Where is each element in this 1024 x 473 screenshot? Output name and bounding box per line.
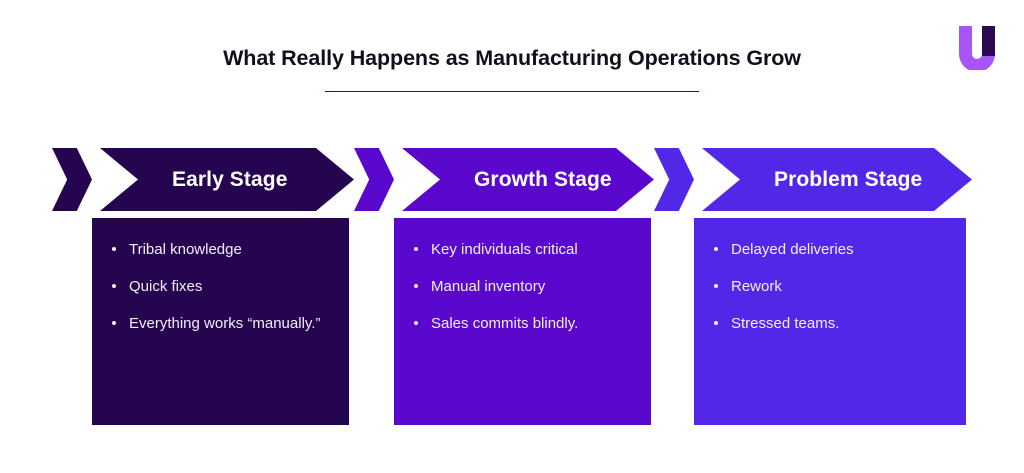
stage-label: Growth Stage [474, 167, 612, 191]
title-divider [325, 90, 699, 93]
stage-bullet-list: Key individuals critical Manual inventor… [412, 240, 633, 333]
list-item: Delayed deliveries [712, 240, 941, 259]
stage-flow: Early Stage Tribal knowledge Quick fixes… [52, 148, 972, 428]
stage-banner-early[interactable]: Early Stage [100, 148, 354, 211]
stage-card-growth: Key individuals critical Manual inventor… [394, 218, 651, 425]
list-item: Rework [712, 277, 941, 296]
stage-card-problem: Delayed deliveries Rework Stressed teams… [694, 218, 966, 425]
header: What Really Happens as Manufacturing Ope… [0, 46, 1024, 93]
list-item: Quick fixes [110, 277, 331, 296]
list-item: Tribal knowledge [110, 240, 331, 259]
chevron-icon [354, 148, 394, 211]
stage-problem: Problem Stage Delayed deliveries Rework … [654, 148, 972, 428]
stage-bullet-list: Tribal knowledge Quick fixes Everything … [110, 240, 331, 333]
chevron-icon [654, 148, 694, 211]
list-item: Key individuals critical [412, 240, 633, 259]
list-item: Stressed teams. [712, 314, 941, 333]
u-logo-bar [982, 26, 995, 56]
page-title: What Really Happens as Manufacturing Ope… [223, 46, 801, 70]
u-logo-svg [959, 26, 995, 72]
chevron-icon [52, 148, 92, 211]
list-item: Manual inventory [412, 277, 633, 296]
stage-growth: Growth Stage Key individuals critical Ma… [354, 148, 654, 428]
stage-early: Early Stage Tribal knowledge Quick fixes… [52, 148, 354, 428]
u-logo [955, 26, 997, 72]
stage-banner-problem[interactable]: Problem Stage [702, 148, 972, 211]
stage-card-early: Tribal knowledge Quick fixes Everything … [92, 218, 349, 425]
stage-bullet-list: Delayed deliveries Rework Stressed teams… [712, 240, 948, 333]
list-item: Everything works “manually.” [110, 314, 331, 333]
stage-label: Problem Stage [774, 167, 923, 191]
list-item: Sales commits blindly. [412, 314, 633, 333]
stage-banner-growth[interactable]: Growth Stage [402, 148, 654, 211]
stage-label: Early Stage [172, 167, 288, 191]
